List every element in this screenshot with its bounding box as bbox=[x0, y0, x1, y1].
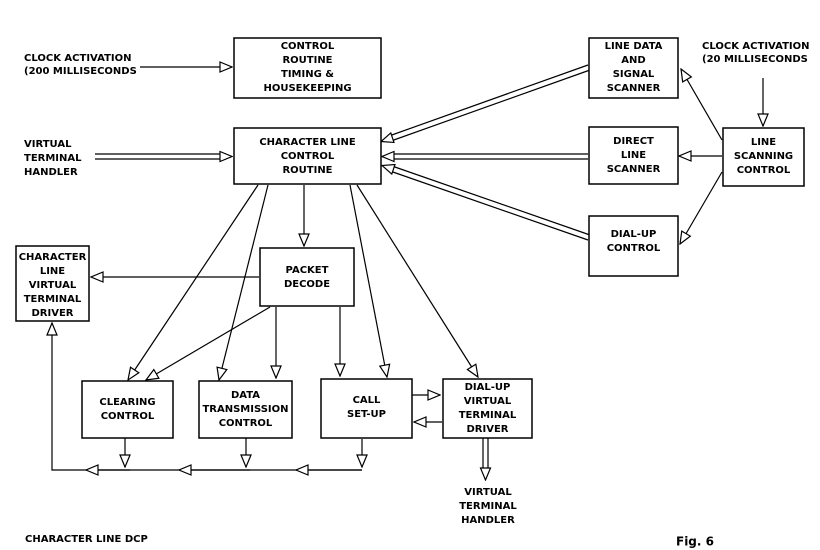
box-text: SIGNAL bbox=[613, 69, 655, 80]
box-text: TERMINAL bbox=[24, 294, 82, 305]
box-text: CONTROL bbox=[737, 165, 791, 176]
diagram-caption: CHARACTER LINE DCP bbox=[25, 534, 148, 545]
box-text: CONTROL bbox=[101, 411, 155, 422]
box-text: CONTROL bbox=[219, 418, 273, 429]
arrow-clc-to-call-setup bbox=[349, 184, 387, 377]
double-arrow-vt-handler-to-char-line-control bbox=[95, 154, 232, 159]
box-packet-decode: PACKET DECODE bbox=[259, 247, 355, 307]
box-text: VIRTUAL bbox=[29, 280, 77, 291]
box-text: SET-UP bbox=[347, 409, 386, 420]
double-arrow-dialup-vt-driver-to-vt-handler bbox=[483, 438, 488, 480]
box-text: DIRECT bbox=[613, 136, 654, 147]
double-arrow-dialup-control-to-char-line-control bbox=[382, 166, 591, 241]
box-dialup-control: DIAL-UP CONTROL bbox=[588, 215, 679, 277]
box-text: DIAL-UP bbox=[611, 229, 657, 240]
box-text: TERMINAL bbox=[459, 410, 517, 421]
box-text: SCANNING bbox=[734, 151, 793, 162]
box-text: LINE bbox=[621, 150, 646, 161]
connectors bbox=[52, 65, 763, 480]
arrow-clc-to-clearing-control bbox=[128, 184, 259, 380]
box-clearing-control: CLEARING CONTROL bbox=[81, 380, 174, 439]
box-text: DRIVER bbox=[467, 424, 509, 435]
arrow-clc-to-dialup-vt-driver bbox=[356, 184, 478, 377]
box-character-line-vt-driver: CHARACTER LINE VIRTUAL TERMINAL DRIVER bbox=[15, 245, 90, 322]
box-text: LINE bbox=[40, 266, 65, 277]
arrow-clc-to-data-transmission-control bbox=[219, 184, 269, 380]
box-text: VIRTUAL bbox=[464, 396, 512, 407]
feedback-bus bbox=[52, 323, 362, 470]
box-text: PACKET bbox=[286, 265, 329, 276]
box-direct-line-scanner: DIRECT LINE SCANNER bbox=[588, 126, 679, 185]
clock-activation-right-label: CLOCK ACTIVATION bbox=[702, 41, 809, 52]
virtual-terminal-handler-bottom-label: HANDLER bbox=[461, 515, 515, 526]
clock-activation-left-label: (200 MILLISECONDS bbox=[24, 66, 137, 77]
box-text: LINE DATA bbox=[605, 41, 663, 52]
box-text: LINE bbox=[751, 137, 776, 148]
figure-number: Fig. 6 bbox=[676, 535, 714, 549]
box-text: CLEARING bbox=[99, 397, 155, 408]
arrow-lsc-to-dialup-control bbox=[680, 171, 723, 244]
box-text: TIMING & bbox=[281, 69, 334, 80]
box-text: DRIVER bbox=[32, 308, 74, 319]
virtual-terminal-handler-left-label: HANDLER bbox=[24, 167, 78, 178]
double-arrow-direct-line-scanner-to-char-line-control bbox=[382, 154, 588, 159]
box-text: DECODE bbox=[284, 279, 330, 290]
box-line-scanning-control: LINE SCANNING CONTROL bbox=[722, 127, 805, 187]
virtual-terminal-handler-bottom-label: VIRTUAL bbox=[464, 487, 512, 498]
box-text: TRANSMISSION bbox=[202, 404, 288, 415]
box-text: AND bbox=[621, 55, 645, 66]
box-character-line-control-routine: CHARACTER LINE CONTROL ROUTINE bbox=[233, 127, 382, 185]
box-text: DIAL-UP bbox=[465, 382, 511, 393]
arrow-packet-decode-to-clearing-control bbox=[146, 306, 271, 380]
box-text: SCANNER bbox=[607, 83, 661, 94]
double-arrow-line-data-scanner-to-char-line-control bbox=[381, 64, 591, 142]
box-text: CHARACTER LINE bbox=[259, 137, 356, 148]
box-data-transmission-control: DATA TRANSMISSION CONTROL bbox=[198, 380, 293, 439]
box-text: HOUSEKEEPING bbox=[263, 83, 351, 94]
virtual-terminal-handler-left-label: VIRTUAL bbox=[24, 139, 72, 150]
box-text: CONTROL bbox=[281, 41, 335, 52]
box-text: CONTROL bbox=[607, 243, 661, 254]
box-text: ROUTINE bbox=[282, 55, 332, 66]
labels: CLOCK ACTIVATION (200 MILLISECONDS CLOCK… bbox=[24, 41, 809, 549]
virtual-terminal-handler-left-label: TERMINAL bbox=[24, 153, 82, 164]
clock-activation-right-label: (20 MILLISECONDS bbox=[702, 54, 808, 65]
box-text: ROUTINE bbox=[282, 165, 332, 176]
virtual-terminal-handler-bottom-label: TERMINAL bbox=[459, 501, 517, 512]
box-control-routine: CONTROL ROUTINE TIMING & HOUSEKEEPING bbox=[233, 37, 382, 99]
box-line-data-signal-scanner: LINE DATA AND SIGNAL SCANNER bbox=[588, 37, 679, 99]
boxes: CONTROL ROUTINE TIMING & HOUSEKEEPING CH… bbox=[15, 37, 805, 439]
arrow-lsc-to-line-data-scanner bbox=[681, 69, 723, 141]
box-call-setup: CALL SET-UP bbox=[320, 378, 413, 439]
box-text: CHARACTER bbox=[19, 252, 87, 263]
box-text: CALL bbox=[353, 395, 381, 406]
box-dialup-vt-driver: DIAL-UP VIRTUAL TERMINAL DRIVER bbox=[442, 378, 533, 439]
box-text: SCANNER bbox=[607, 164, 661, 175]
clock-activation-left-label: CLOCK ACTIVATION bbox=[24, 53, 131, 64]
box-text: CONTROL bbox=[281, 151, 335, 162]
box-text: DATA bbox=[231, 390, 260, 401]
